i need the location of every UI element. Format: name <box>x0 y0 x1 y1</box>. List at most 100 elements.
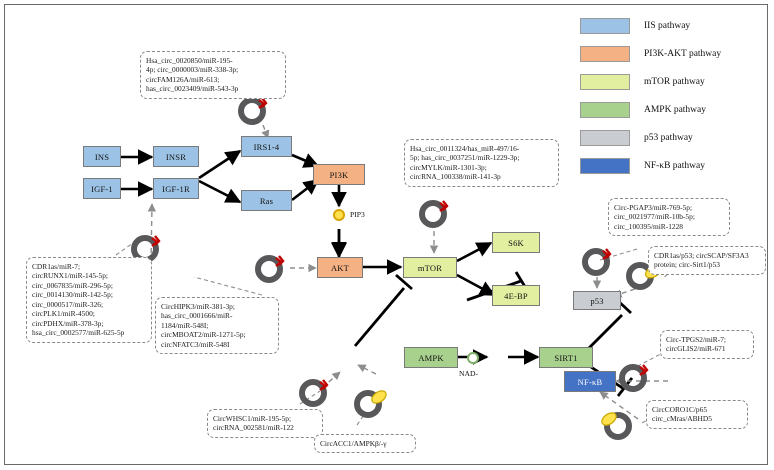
annotation-box-irs: Hsa_circ_0020850/miR-195- 4p; circ_00000… <box>140 51 286 99</box>
node-label: S6K <box>508 237 524 248</box>
legend-swatch <box>580 157 630 174</box>
node-ras[interactable]: Ras <box>241 190 292 211</box>
circrna-ring-icon-ampk <box>299 379 329 407</box>
annotation-line: protein; circ-Sirt1/p53 <box>654 260 720 270</box>
nad-label: NAD- <box>459 369 478 378</box>
annotation-line: Circ-TPGS2/miR-7; <box>666 335 726 344</box>
annotation-line: circMBOAT2/miR-1271-5p; <box>161 330 246 340</box>
node-akt[interactable]: AKT <box>317 257 363 278</box>
node-label: IGF-1 <box>91 183 113 194</box>
circrna-ring-icon-nfkb <box>619 364 649 392</box>
node-s6k[interactable]: S6K <box>492 232 540 253</box>
node-pi3k[interactable]: PI3K <box>313 164 365 185</box>
legend-swatch <box>580 129 630 146</box>
annotation-line: CircCORO1C/p65 <box>652 405 708 414</box>
node-igf1[interactable]: IGF-1 <box>83 178 121 199</box>
annotation-line: circPDHX/miR-378-3p; <box>32 318 104 328</box>
annotation-line: circ_0067835/miR-296-5p; <box>32 280 113 290</box>
nad-molecule-icon <box>467 352 479 364</box>
node-igf1r[interactable]: IGF-1R <box>153 178 199 199</box>
circrna-protein-ring-icon-coro <box>601 412 632 440</box>
annotation-line: Hsa_circ_0020850/miR-195- <box>146 56 233 65</box>
legend-label: p53 pathway <box>644 132 693 143</box>
annotation-box-p53-upper: Circ-PGAP3/miR-769-5p; circ_0021977/miR-… <box>608 198 730 237</box>
annotation-line: circNFATC3/miR-548I <box>161 339 230 349</box>
circrna-ring-icon-irs <box>238 97 268 125</box>
annotation-box-p53-right: CDR1as/p53; circSCAP/SF3A3 protein; circ… <box>648 246 766 275</box>
legend-swatch <box>580 17 630 34</box>
annotation-line: CircACC1/AMPKβ/-γ <box>320 439 387 448</box>
node-label: mTOR <box>417 262 443 273</box>
annotation-line: hsa_circ_0002577/miR-625-5p <box>32 328 125 338</box>
annotation-line: has_circ_0001666/miR- <box>161 311 233 321</box>
node-label: IGF-1R <box>162 183 190 194</box>
diagram-border <box>4 4 768 465</box>
legend-item-mtor: mTOR pathway <box>580 70 760 93</box>
legend-label: mTOR pathway <box>644 76 705 87</box>
annotation-line: circMYLK/miR-1301-3p; <box>410 162 487 172</box>
legend-label: IIS pathway <box>644 20 691 31</box>
annotation-line: circ_0000517/miR-326; <box>32 299 104 309</box>
node-label: PI3K <box>329 169 349 180</box>
annotation-line: circRNA_002581/miR-122 <box>213 423 294 433</box>
annotation-box-mtor: Hsa_circ_0011324/has_miR-497/16- 5p; has… <box>404 139 559 187</box>
node-nf-kb[interactable]: NF-κB <box>564 371 616 392</box>
legend-label: NF-κB pathway <box>644 160 705 171</box>
node-label: INSR <box>165 151 187 162</box>
legend-item-pi3k-akt: PI3K-AKT pathway <box>580 42 760 65</box>
annotation-line: circRNA_100338/miR-141-3p <box>410 172 501 182</box>
node-label: SIRT1 <box>554 352 578 363</box>
annotation-box-acc: CircACC1/AMPKβ/-γ <box>314 434 416 454</box>
annotation-line: circ_cMras/ABHD5 <box>652 414 712 424</box>
node-ampk[interactable]: AMPK <box>404 347 458 368</box>
legend: IIS pathway PI3K-AKT pathway mTOR pathwa… <box>580 14 760 182</box>
annotation-line: circ_100395/miR-1228 <box>614 221 683 231</box>
node-label: NF-κB <box>577 376 603 387</box>
node-label: AKT <box>330 262 350 273</box>
annotation-line: CircHIPK3/miR-381-3p; <box>161 302 235 311</box>
annotation-line: CDR1as/miR-7; <box>32 262 81 271</box>
annotation-line: CDR1as/p53; circSCAP/SF3A3 <box>654 251 749 260</box>
annotation-box-nfkb: Circ-TPGS2/miR-7; circGLIS2/miR-671 <box>660 330 754 359</box>
annotation-line: Circ-PGAP3/miR-769-5p; <box>614 203 693 212</box>
annotation-line: 1184/miR-548I; <box>161 320 209 330</box>
node-label: INS <box>94 151 110 162</box>
pip3-molecule-icon <box>333 209 345 221</box>
circrna-ring-icon-akt <box>255 255 285 283</box>
legend-swatch <box>580 73 630 90</box>
node-4e-bp[interactable]: 4E-BP <box>492 285 540 306</box>
node-insr[interactable]: INSR <box>153 146 199 167</box>
node-label: IRS1-4 <box>253 141 280 152</box>
annotation-line: circFAM126A/miR-613; <box>146 74 220 84</box>
annotation-line: 5p; has_circ_0037251/miR-1229-3p; <box>410 153 520 163</box>
circrna-protein-ring-icon-acc <box>354 390 387 418</box>
node-ins[interactable]: INS <box>83 146 121 167</box>
legend-item-ampk: AMPK pathway <box>580 98 760 121</box>
node-irs1-4[interactable]: IRS1-4 <box>241 136 292 157</box>
node-label: p53 <box>590 295 604 306</box>
annotation-line: circ_0021977/miR-10b-5p; <box>614 212 695 222</box>
legend-label: PI3K-AKT pathway <box>644 48 722 59</box>
annotation-box-coro: CircCORO1C/p65 circ_cMras/ABHD5 <box>646 400 748 429</box>
annotation-line: circRUNX1/miR-145-5p; <box>32 271 108 281</box>
legend-item-nf-kb: NF-κB pathway <box>580 154 760 177</box>
node-sirt1[interactable]: SIRT1 <box>539 347 593 368</box>
pip3-label: PIP3 <box>350 210 365 219</box>
node-p53[interactable]: p53 <box>573 291 621 310</box>
annotation-line: has_circ_0023409/miR-543-3p <box>146 84 239 94</box>
legend-item-p53: p53 pathway <box>580 126 760 149</box>
annotation-box-ampk: CircWHSC1/miR-195-5p; circRNA_002581/miR… <box>207 409 323 438</box>
annotation-line: CircWHSC1/miR-195-5p; <box>213 414 292 423</box>
annotation-line: 4p; circ_0000003/miR-338-3p; <box>146 65 239 75</box>
annotation-line: circGLIS2/miR-671 <box>666 344 726 354</box>
annotation-line: circPLK1/miR-4500; <box>32 309 95 319</box>
node-mtor[interactable]: mTOR <box>403 257 457 278</box>
annotation-line: circ_0014130/miR-142-5p; <box>32 290 113 300</box>
legend-item-iis: IIS pathway <box>580 14 760 37</box>
legend-label: AMPK pathway <box>644 104 707 115</box>
annotation-box-akt: CircHIPK3/miR-381-3p; has_circ_0001666/m… <box>155 297 279 355</box>
annotation-box-igf: CDR1as/miR-7; circRUNX1/miR-145-5p; circ… <box>26 257 152 343</box>
legend-swatch <box>580 101 630 118</box>
node-label: 4E-BP <box>504 290 528 301</box>
